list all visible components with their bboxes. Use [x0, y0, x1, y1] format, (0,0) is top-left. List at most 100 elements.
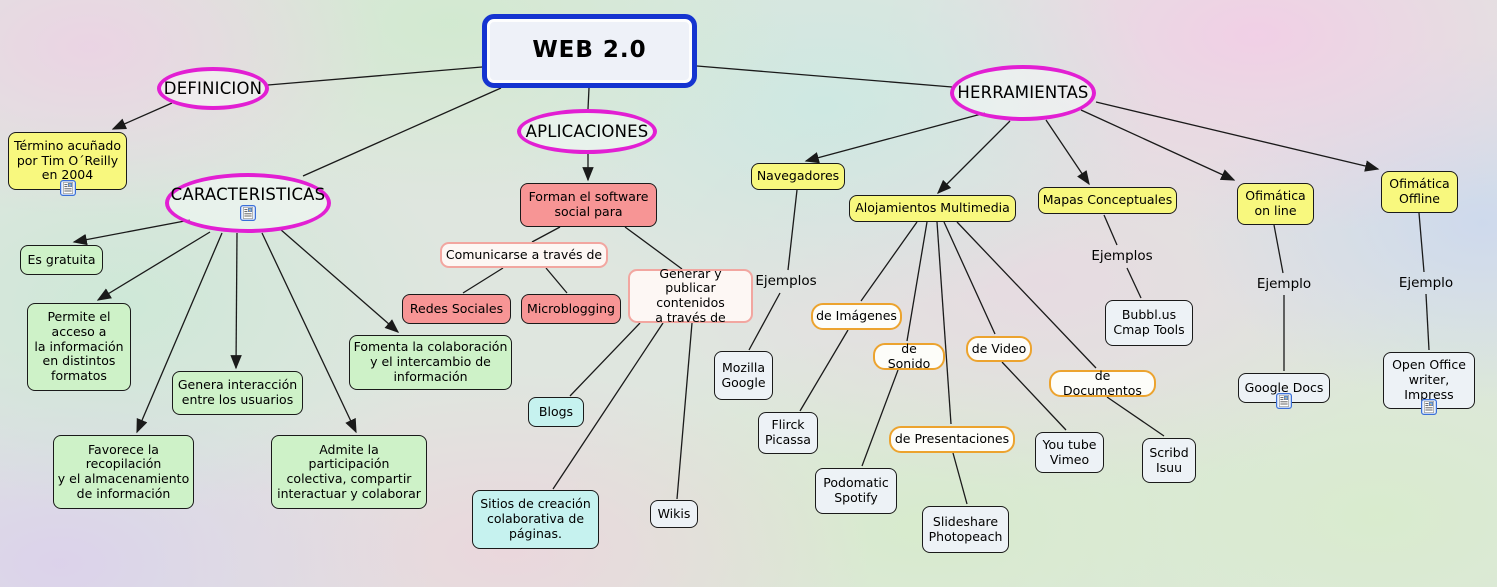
- edge-line: [1001, 361, 1067, 431]
- node-bubbl-cmaptools-label: Bubbl.us Cmap Tools: [1113, 307, 1185, 337]
- node-de-sonido-label: de Sonido: [887, 340, 931, 371]
- node-favorece-recopilacion[interactable]: Favorece la recopilación y el almacenami…: [53, 435, 194, 509]
- node-slideshare-photopeach[interactable]: Slideshare Photopeach: [922, 506, 1009, 553]
- node-redes-sociales[interactable]: Redes Sociales: [402, 294, 511, 324]
- node-es-gratuita[interactable]: Es gratuita: [20, 245, 103, 275]
- node-aplicaciones-label: APLICACIONES: [525, 121, 649, 141]
- edge-line: [799, 329, 849, 412]
- node-web20[interactable]: WEB 2.0: [482, 14, 697, 88]
- node-bubbl-cmaptools[interactable]: Bubbl.us Cmap Tools: [1105, 300, 1193, 346]
- node-comunicarse-label: Comunicarse a través de: [445, 246, 603, 262]
- edge-line: [302, 87, 502, 177]
- node-caracteristicas[interactable]: CARACTERISTICAS: [165, 173, 331, 233]
- node-navegadores-label: Navegadores: [756, 168, 840, 184]
- node-definicion[interactable]: DEFINICION: [157, 67, 269, 110]
- node-fomenta-colaboracion-label: Fomenta la colaboración y el intercambio…: [353, 339, 508, 384]
- edge-line: [906, 221, 928, 342]
- node-permite-acceso-label: Permite el acceso a la información en di…: [34, 309, 124, 384]
- node-forman-software[interactable]: Forman el software social para: [520, 183, 657, 227]
- node-de-video[interactable]: de Video: [966, 336, 1032, 362]
- node-microblogging-label: Microblogging: [527, 300, 615, 316]
- node-comunicarse[interactable]: Comunicarse a través de: [440, 242, 608, 268]
- edge-line: [1126, 267, 1142, 299]
- resource-icon[interactable]: [1276, 393, 1292, 409]
- node-youtube-vimeo-label: You tube Vimeo: [1042, 436, 1097, 467]
- node-mapas-conceptuales[interactable]: Mapas Conceptuales: [1038, 187, 1177, 214]
- node-de-sonido[interactable]: de Sonido: [873, 340, 945, 371]
- node-sitios-creacion[interactable]: Sitios de creación colaborativa de págin…: [472, 490, 599, 549]
- edge-line: [1106, 396, 1165, 437]
- node-de-video-label: de Video: [971, 340, 1027, 356]
- node-admite-participacion-label: Admite la participación colectiva, compa…: [277, 441, 421, 501]
- node-forman-software-label: Forman el software social para: [528, 189, 649, 219]
- node-podomatic-spotify[interactable]: Podomatic Spotify: [815, 468, 897, 514]
- node-wikis-label: Wikis: [657, 505, 691, 521]
- link-label-ejemplos-navegadores-label: Ejemplos: [755, 273, 817, 290]
- resource-icon[interactable]: [1421, 399, 1437, 415]
- edge-line: [587, 87, 590, 110]
- node-google-docs-label: Google Docs: [1244, 379, 1324, 395]
- node-de-documentos-label: de Documentos: [1063, 367, 1142, 398]
- edge-line: [569, 322, 641, 397]
- edge-line: [1103, 214, 1118, 246]
- node-admite-participacion[interactable]: Admite la participación colectiva, compa…: [271, 435, 427, 509]
- node-youtube-vimeo[interactable]: You tube Vimeo: [1035, 432, 1104, 473]
- node-de-imagenes-label: de Imágenes: [816, 308, 897, 324]
- node-openoffice-label: Open Office writer, Impress: [1392, 357, 1466, 402]
- node-definicion-label: DEFINICION: [163, 78, 263, 98]
- node-scribd-isuu-label: Scribd Isuu: [1149, 444, 1189, 475]
- node-openoffice[interactable]: Open Office writer, Impress: [1383, 352, 1475, 415]
- node-termino-acunado-label: Término acuñado por Tim O´Reilly en 2004: [14, 137, 121, 183]
- node-mapas-conceptuales-label: Mapas Conceptuales: [1042, 192, 1173, 208]
- node-scribd-isuu[interactable]: Scribd Isuu: [1142, 438, 1196, 483]
- resource-icon[interactable]: [59, 180, 76, 196]
- node-de-documentos[interactable]: de Documentos: [1049, 367, 1156, 398]
- link-label-ejemplos-navegadores[interactable]: Ejemplos: [755, 272, 817, 292]
- node-termino-acunado[interactable]: Término acuñado por Tim O´Reilly en 2004: [8, 132, 127, 196]
- node-es-gratuita-label: Es gratuita: [27, 251, 96, 267]
- node-alojamientos-multimedia[interactable]: Alojamientos Multimedia: [849, 195, 1016, 222]
- node-permite-acceso[interactable]: Permite el acceso a la información en di…: [27, 303, 131, 391]
- edge-line: [1080, 109, 1236, 181]
- node-de-presentaciones-label: de Presentaciones: [894, 431, 1010, 447]
- edge-line: [952, 452, 968, 505]
- node-de-presentaciones[interactable]: de Presentaciones: [889, 426, 1015, 453]
- node-herramientas[interactable]: HERRAMIENTAS: [950, 65, 1096, 121]
- resource-icon[interactable]: [240, 205, 256, 222]
- node-flirck-picassa[interactable]: Flirck Picassa: [758, 412, 818, 454]
- edge-line: [748, 292, 781, 351]
- node-ofimatica-offline[interactable]: Ofimática Offline: [1381, 171, 1458, 213]
- edge-line: [545, 267, 568, 294]
- node-fomenta-colaboracion[interactable]: Fomenta la colaboración y el intercambio…: [349, 335, 512, 390]
- node-wikis[interactable]: Wikis: [650, 500, 698, 528]
- edge-line: [696, 65, 953, 88]
- node-genera-interaccion[interactable]: Genera interacción entre los usuarios: [172, 371, 303, 415]
- edge-line: [861, 369, 899, 467]
- node-sitios-creacion-label: Sitios de creación colaborativa de págin…: [480, 496, 591, 541]
- edge-line: [804, 112, 986, 164]
- node-blogs[interactable]: Blogs: [528, 397, 584, 427]
- link-label-ejemplo-online[interactable]: Ejemplo: [1256, 275, 1312, 295]
- node-blogs-label: Blogs: [538, 403, 574, 419]
- node-google-docs[interactable]: Google Docs: [1238, 373, 1330, 409]
- node-ofimatica-online[interactable]: Ofimática on line: [1237, 183, 1314, 225]
- link-label-ejemplo-offline[interactable]: Ejemplo: [1398, 274, 1454, 294]
- link-label-ejemplos-mapas[interactable]: Ejemplos: [1091, 247, 1152, 267]
- edge-line: [230, 232, 242, 370]
- node-slideshare-photopeach-label: Slideshare Photopeach: [928, 513, 1003, 544]
- node-microblogging[interactable]: Microblogging: [521, 294, 621, 324]
- node-web20-label: WEB 2.0: [532, 37, 647, 64]
- node-de-imagenes[interactable]: de Imágenes: [811, 303, 902, 330]
- edge-line: [267, 66, 483, 86]
- edge-line: [72, 219, 191, 246]
- node-mozilla-google[interactable]: Mozilla Google: [714, 351, 773, 400]
- node-ofimatica-online-label: Ofimática on line: [1245, 188, 1306, 218]
- node-aplicaciones[interactable]: APLICACIONES: [517, 109, 657, 154]
- edge-line: [1418, 212, 1425, 273]
- node-generar-publicar[interactable]: Generar y publicar contenidos a través d…: [628, 266, 753, 325]
- edge-line: [1045, 119, 1090, 186]
- node-navegadores[interactable]: Navegadores: [751, 163, 845, 190]
- edge-line: [676, 322, 693, 500]
- edge-line: [1095, 101, 1380, 172]
